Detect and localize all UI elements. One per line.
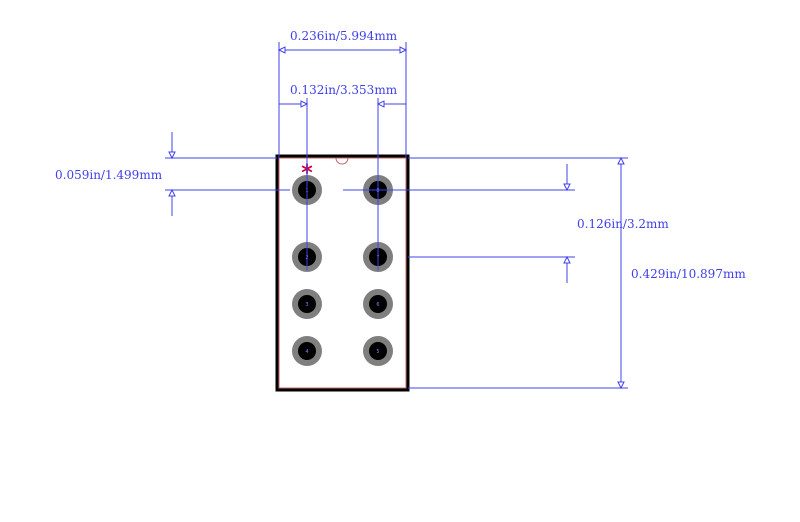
pad-5: 5 — [363, 336, 393, 366]
pad-label: 3 — [305, 302, 308, 308]
dimension-lines — [165, 42, 628, 390]
pad-4: 4 — [292, 336, 322, 366]
overall-width-label: 0.236in/5.994mm — [290, 29, 398, 43]
component-outline — [275, 154, 410, 392]
pad-pitch-x-label: 0.132in/3.353mm — [290, 83, 398, 97]
pad-6: 6 — [363, 289, 393, 319]
pad-label: 4 — [305, 349, 308, 355]
pad-pitch-y-label: 0.126in/3.2mm — [577, 217, 669, 231]
pad-3: 3 — [292, 289, 322, 319]
pad-label: 6 — [376, 302, 379, 308]
overall-height-label: 0.429in/10.897mm — [631, 267, 746, 281]
courtyard-outline — [278, 157, 407, 389]
pin1-offset-label: 0.059in/1.499mm — [55, 168, 163, 182]
pad-label: 5 — [376, 349, 379, 355]
pin1-notch — [335, 157, 349, 165]
